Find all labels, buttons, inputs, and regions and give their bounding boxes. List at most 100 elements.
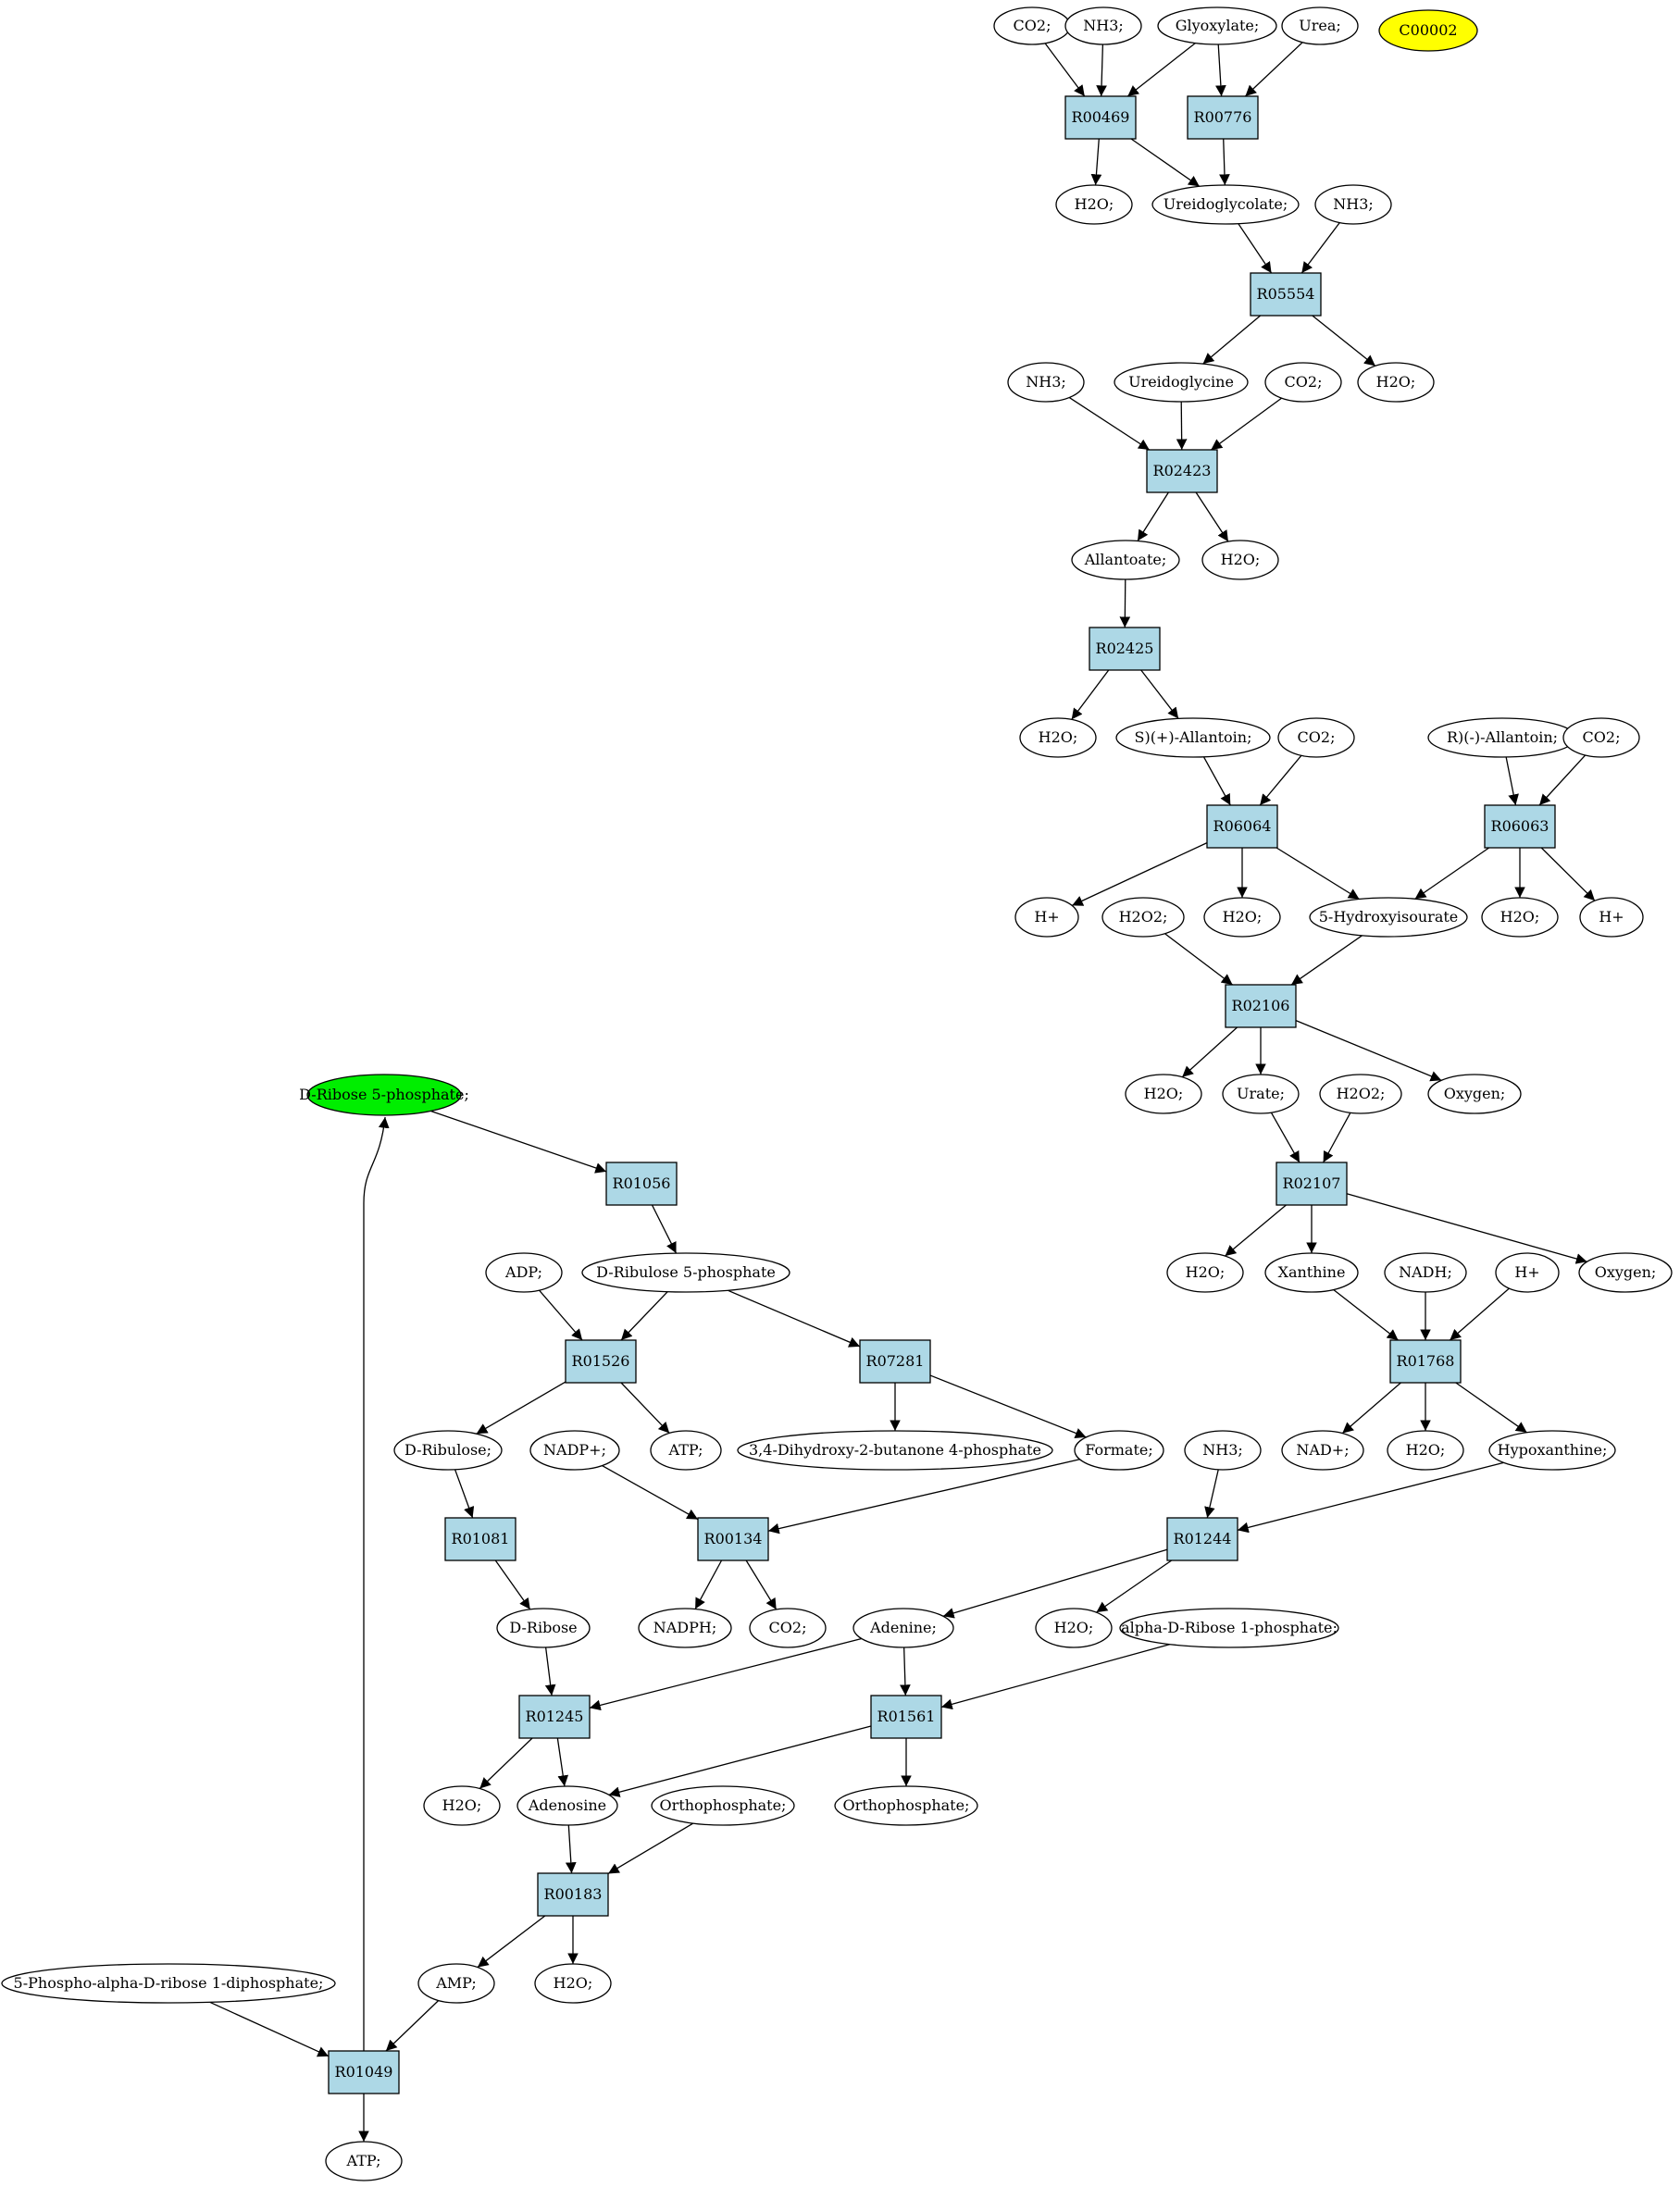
- compound-node-c-ureidoglycolate[interactable]: Ureidoglycolate;: [1151, 184, 1300, 225]
- compound-node-c-h2o-4[interactable]: H2O;: [1019, 717, 1097, 758]
- compound-node-c-h2o-6[interactable]: H2O;: [1481, 897, 1559, 938]
- compound-node-c-dihydroxybutanone[interactable]: 3,4-Dihydroxy-2-butanone 4-phosphate: [737, 1430, 1053, 1471]
- compound-node-c-h2o-3[interactable]: H2O;: [1201, 540, 1279, 580]
- reaction-node-r-r07281[interactable]: R07281: [859, 1339, 931, 1384]
- compound-ellipse: [496, 1608, 591, 1648]
- compound-node-c-adenosine[interactable]: Adenosine: [516, 1785, 618, 1826]
- compound-node-c-h2o-2[interactable]: H2O;: [1357, 362, 1435, 403]
- compound-node-c-h2o-8[interactable]: H2O;: [1166, 1252, 1244, 1293]
- compound-node-c-adenine[interactable]: Adenine;: [852, 1608, 954, 1648]
- reaction-node-r-r02425[interactable]: R02425: [1089, 627, 1161, 671]
- edge-c-nh3-1-to-r-r00469: [1096, 43, 1107, 97]
- compound-ellipse: [1309, 897, 1468, 938]
- compound-node-c-orthophosphate-1[interactable]: Orthophosphate;: [651, 1785, 795, 1826]
- compound-node-c-atp-1[interactable]: ATP;: [650, 1430, 722, 1471]
- reaction-node-r-r01244[interactable]: R01244: [1166, 1517, 1238, 1561]
- compound-node-c-hplus-3[interactable]: H+: [1495, 1252, 1560, 1293]
- edge-c-ribose-to-r-r01245: [544, 1646, 556, 1696]
- edge-c-co2-4-to-r-r06063: [1538, 754, 1587, 806]
- reaction-node-r-r01245[interactable]: R01245: [518, 1695, 591, 1739]
- reaction-node-r-r01561[interactable]: R01561: [870, 1695, 942, 1739]
- compound-node-c-co2-2[interactable]: CO2;: [1264, 362, 1342, 403]
- reaction-node-r-r00183[interactable]: R00183: [537, 1872, 609, 1917]
- compound-node-c-adp[interactable]: ADP;: [485, 1252, 563, 1293]
- reaction-node-r-r02423[interactable]: R02423: [1146, 449, 1218, 493]
- compound-node-c-nh3-4[interactable]: NH3;: [1184, 1430, 1262, 1471]
- compound-node-c-hplus-2[interactable]: H+: [1579, 897, 1644, 938]
- compound-node-c-ribulose5p[interactable]: D-Ribulose 5-phosphate: [581, 1252, 790, 1293]
- compound-node-c-h2o-12[interactable]: H2O;: [534, 1963, 612, 2004]
- compound-node-c-nadh[interactable]: NADH;: [1384, 1252, 1467, 1293]
- reaction-box: [1166, 1517, 1238, 1561]
- reaction-node-r-r01768[interactable]: R01768: [1389, 1339, 1462, 1384]
- edge-r-r01526-to-c-ribulose: [476, 1381, 566, 1435]
- node-label: H2O2;: [1119, 908, 1168, 926]
- reaction-box: [1389, 1339, 1462, 1384]
- compound-node-c-h2o-7[interactable]: H2O;: [1125, 1074, 1202, 1114]
- compound-node-c-formate[interactable]: Formate;: [1074, 1430, 1164, 1471]
- compound-node-c-hypoxanthine[interactable]: Hypoxanthine;: [1488, 1430, 1616, 1471]
- node-label: H2O;: [442, 1796, 482, 1814]
- reaction-node-r-r06063[interactable]: R06063: [1484, 804, 1556, 849]
- compound-node-c-amp[interactable]: AMP;: [417, 1963, 495, 2004]
- compound-ellipse: [516, 1785, 618, 1826]
- edge-c-ureidoglycolate-to-r-r05554: [1238, 223, 1273, 274]
- compound-node-c-allantoate[interactable]: Allantoate;: [1071, 540, 1180, 580]
- reaction-node-r-r00134[interactable]: R00134: [697, 1517, 769, 1561]
- reaction-node-r-r01056[interactable]: R01056: [605, 1162, 678, 1206]
- compound-node-c-nadplus[interactable]: NAD+;: [1281, 1430, 1364, 1471]
- compound-node-c-co2-4[interactable]: CO2;: [1562, 717, 1640, 758]
- compound-node-c-ureidoglycine[interactable]: Ureidoglycine: [1114, 362, 1249, 403]
- compound-node-c-s-allantoin[interactable]: S)(+)-Allantoin;: [1115, 717, 1271, 758]
- reaction-node-r-r01526[interactable]: R01526: [565, 1339, 637, 1384]
- reaction-node-r-r01049[interactable]: R01049: [328, 2050, 400, 2094]
- compound-node-c-nh3-1[interactable]: NH3;: [1064, 6, 1142, 45]
- reaction-node-r-r01081[interactable]: R01081: [444, 1517, 516, 1561]
- compound-node-c-glyox[interactable]: Glyoxylate;: [1157, 6, 1277, 45]
- compound-node-c-h2o2-2[interactable]: H2O2;: [1319, 1074, 1402, 1114]
- compound-node-c-h2o2-1[interactable]: H2O2;: [1101, 897, 1185, 938]
- compound-node-c-h2o-9[interactable]: H2O;: [1387, 1430, 1464, 1471]
- compound-node-c-ribose[interactable]: D-Ribose: [496, 1608, 591, 1648]
- compound-node-c-r-allantoin[interactable]: R)(-)-Allantoin;: [1427, 717, 1577, 758]
- node-label: R02107: [1283, 1174, 1341, 1192]
- compound-node-c-xanthine[interactable]: Xanthine: [1264, 1252, 1359, 1293]
- compound-node-c-h2o-11[interactable]: H2O;: [423, 1785, 501, 1826]
- compound-node-c-orthophosphate-2[interactable]: Orthophosphate;: [834, 1785, 978, 1826]
- compound-node-c-h2o-5[interactable]: H2O;: [1203, 897, 1281, 938]
- reaction-node-r-r00776[interactable]: R00776: [1187, 95, 1259, 140]
- compound-node-c-urea[interactable]: Urea;: [1281, 6, 1359, 45]
- compound-node-c-co2-1[interactable]: CO2;: [993, 6, 1071, 45]
- compound-node-c-co2-3[interactable]: CO2;: [1277, 717, 1355, 758]
- edge-c-amp-to-r-r01049: [385, 2000, 440, 2052]
- compound-node-c-c00002[interactable]: C00002: [1378, 9, 1478, 52]
- edge-r-r01768-to-c-nadplus: [1341, 1382, 1401, 1435]
- reaction-node-r-r02106[interactable]: R02106: [1225, 984, 1297, 1028]
- compound-node-c-oxygen-2[interactable]: Oxygen;: [1578, 1252, 1673, 1293]
- compound-node-c-nh3-2[interactable]: NH3;: [1314, 184, 1392, 225]
- compound-node-c-nh3-3[interactable]: NH3;: [1007, 362, 1085, 403]
- compound-node-c-ribose5p[interactable]: D-Ribose 5-phosphate;: [299, 1074, 469, 1116]
- compound-node-c-atp-2[interactable]: ATP;: [325, 2141, 403, 2181]
- compound-node-c-ribulose[interactable]: D-Ribulose;: [393, 1430, 503, 1471]
- reaction-node-r-r02107[interactable]: R02107: [1276, 1162, 1348, 1206]
- compound-node-c-ribose1p[interactable]: alpha-D-Ribose 1-phosphate;: [1119, 1608, 1339, 1648]
- reaction-node-r-r05554[interactable]: R05554: [1250, 272, 1322, 317]
- node-label: CO2;: [1298, 728, 1336, 746]
- compound-node-c-h2o-1[interactable]: H2O;: [1055, 184, 1133, 225]
- compound-node-c-h2o-10[interactable]: H2O;: [1035, 1608, 1113, 1648]
- compound-node-c-co2-5[interactable]: CO2;: [749, 1608, 827, 1648]
- compound-ellipse: [1203, 897, 1281, 938]
- edge-c-ribulose5p-to-r-r01526: [620, 1291, 668, 1341]
- node-label: Hypoxanthine;: [1498, 1441, 1608, 1459]
- compound-node-c-prpp[interactable]: 5-Phospho-alpha-D-ribose 1-diphosphate;: [1, 1963, 336, 2004]
- compound-node-c-nadph[interactable]: NADPH;: [638, 1608, 732, 1648]
- compound-node-c-nadpplus[interactable]: NADP+;: [529, 1430, 620, 1471]
- compound-node-c-oxygen-1[interactable]: Oxygen;: [1427, 1074, 1522, 1114]
- reaction-node-r-r00469[interactable]: R00469: [1064, 95, 1137, 140]
- reaction-node-r-r06064[interactable]: R06064: [1206, 804, 1278, 849]
- compound-node-c-hydroxyisourate[interactable]: 5-Hydroxyisourate: [1309, 897, 1468, 938]
- compound-node-c-urate[interactable]: Urate;: [1222, 1074, 1300, 1114]
- compound-node-c-hplus-1[interactable]: H+: [1014, 897, 1079, 938]
- edge-c-urate-to-r-r02107: [1270, 1112, 1300, 1163]
